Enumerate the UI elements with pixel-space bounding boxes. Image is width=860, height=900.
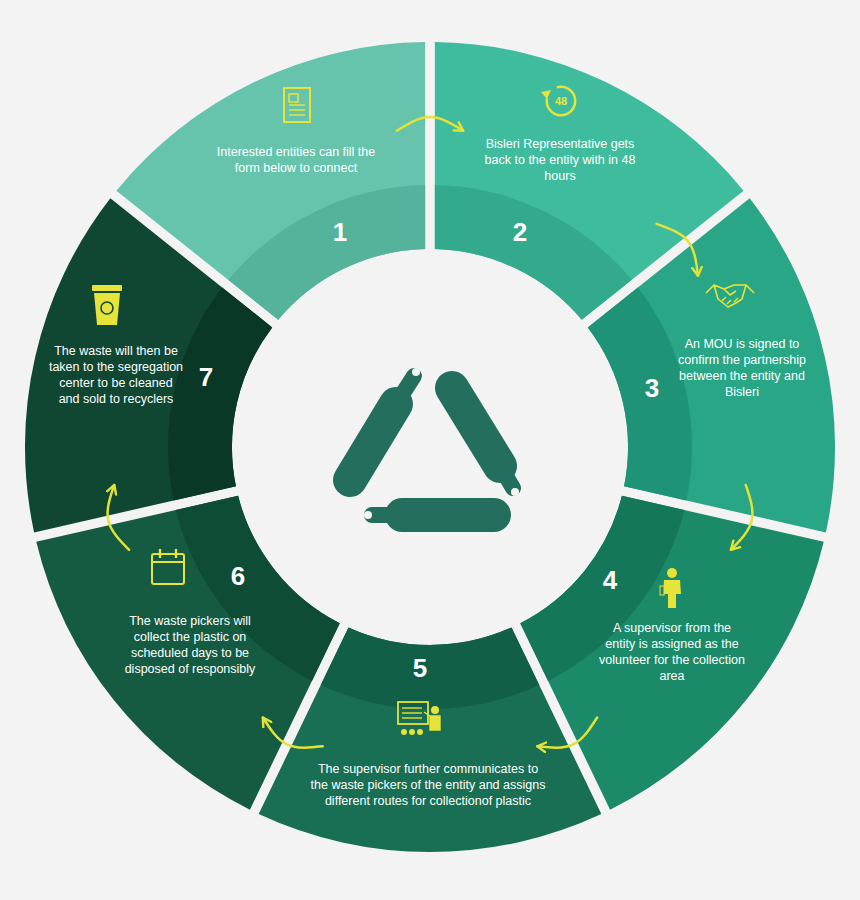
segment-band: [228, 185, 425, 320]
flow-arrow: [537, 718, 597, 748]
icon-part: [94, 293, 120, 325]
icon-part: [289, 109, 305, 111]
process-segment: The waste pickers will collect the plast…: [35, 491, 345, 812]
step-icon: [284, 88, 310, 122]
step-number: 5: [413, 655, 427, 681]
step-text: The waste will then be taken to the segr…: [48, 343, 184, 408]
recycle-symbol: [350, 376, 513, 515]
step-icon: [398, 702, 440, 735]
icon-part: [409, 729, 415, 735]
recycle-neck: [396, 376, 414, 404]
bottle-cap: [412, 368, 420, 376]
process-segment: An MOU is signed to confirm the partners…: [584, 194, 835, 538]
step-text: Interested entities can fill the form be…: [210, 144, 382, 177]
segment-band: [588, 287, 692, 500]
icon-part: [159, 549, 161, 558]
icon-part: [401, 729, 407, 735]
icon-number: 48: [555, 96, 567, 107]
bottle-cap: [364, 511, 372, 519]
segment-band: [435, 185, 632, 320]
icon-part: [398, 702, 428, 724]
recycle-neck: [372, 507, 402, 523]
icon-part: [706, 285, 754, 307]
icon-part: [284, 88, 310, 122]
step-text: The waste pickers will collect the plast…: [117, 613, 263, 678]
flow-arrow: [731, 485, 753, 550]
step-number: 4: [603, 567, 617, 593]
icon-part: [289, 114, 305, 116]
icon-part: [289, 104, 305, 106]
flow-arrow: [657, 224, 698, 276]
step-text: A supervisor from the entity is assigned…: [599, 620, 745, 685]
segment-group: [36, 496, 339, 810]
icon-part: [175, 549, 177, 558]
segment-fill: [36, 496, 339, 810]
recycle-neck: [500, 466, 513, 488]
icon-part: [663, 580, 681, 608]
recycle-band: [402, 498, 494, 532]
icon-part: [546, 85, 577, 116]
segment-fill: [25, 198, 272, 532]
icon-part: [402, 712, 422, 713]
segment-band: [168, 287, 272, 500]
icon-part: [402, 717, 422, 718]
recycle-band: [350, 404, 396, 480]
process-segment: The waste will then be taken to the segr…: [25, 194, 276, 538]
step-text: An MOU is signed to confirm the partners…: [677, 336, 807, 401]
segment-fill: [588, 198, 835, 532]
icon-part: [541, 90, 551, 99]
bottle-cap: [511, 488, 519, 496]
step-number: 1: [333, 219, 347, 245]
icon-part: [402, 707, 422, 708]
step-number: 7: [199, 364, 213, 390]
recycle-caps: [364, 368, 519, 519]
icon-part: [667, 568, 677, 578]
recycle-band: [452, 388, 500, 466]
step-number: 6: [231, 563, 245, 589]
flow-arrow: [263, 718, 323, 748]
segment-band: [321, 627, 540, 709]
icon-part: [92, 285, 122, 291]
flow-arrow: [108, 485, 130, 550]
segment-group: [25, 198, 272, 532]
step-icon: [706, 285, 754, 307]
icon-part: [152, 561, 184, 563]
step-number: 3: [645, 375, 659, 401]
icon-part: [101, 302, 113, 314]
icon-part: [152, 554, 184, 584]
icon-part: [417, 729, 423, 735]
icon-part: [424, 712, 440, 730]
icon-part: [660, 586, 664, 595]
step-icon: [92, 285, 122, 325]
step-icon: [152, 549, 184, 584]
icon-part: [431, 706, 439, 714]
icon-part: [289, 94, 298, 102]
step-text: Bisleri Representative gets back to the …: [474, 136, 646, 185]
step-text: The supervisor further communicates to t…: [310, 761, 546, 810]
segment-group: [588, 198, 835, 532]
step-icon: [660, 568, 681, 608]
flow-arrow: [397, 117, 463, 131]
step-icon: [541, 85, 577, 116]
step-number: 2: [513, 219, 527, 245]
